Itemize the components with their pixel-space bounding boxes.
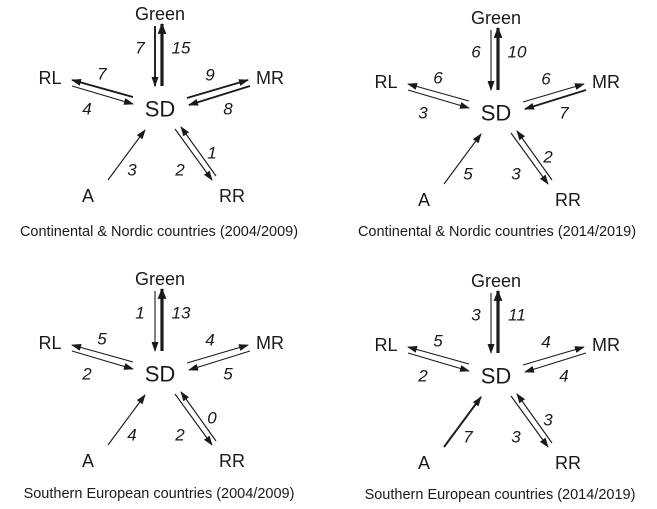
arrow-mr-to-sd xyxy=(188,85,251,106)
flow-value-rl-to-sd: 2 xyxy=(417,367,428,386)
arrow-sd-to-rr xyxy=(510,395,549,448)
flow-value-mr-to-sd: 4 xyxy=(559,367,568,386)
flow-value-rr-to-sd: 1 xyxy=(207,144,216,163)
node-rl: RL xyxy=(374,72,397,92)
arrow-sd-to-rr xyxy=(510,132,549,185)
flow-value-sd-to-mr: 9 xyxy=(205,66,215,85)
arrow-mr-to-sd xyxy=(524,89,587,110)
arrow-sd-to-rl xyxy=(71,79,134,98)
arrow-sd-to-mr xyxy=(522,83,585,103)
node-sd: SD xyxy=(481,364,512,389)
flow-value-rl-to-sd: 3 xyxy=(418,104,428,123)
node-mr: MR xyxy=(592,335,620,355)
node-rl: RL xyxy=(38,68,61,88)
arrow-sd-to-mr xyxy=(186,344,249,364)
flow-value-mr-to-sd: 5 xyxy=(223,365,233,384)
node-sd: SD xyxy=(145,97,176,122)
flow-value-green-to-sd: 3 xyxy=(471,306,481,325)
arrow-mr-to-sd xyxy=(188,350,251,371)
arrow-a-to-sd xyxy=(107,129,146,181)
arrow-mr-to-sd xyxy=(524,352,587,373)
panel-caption-continental-2004: Continental & Nordic countries (2004/200… xyxy=(19,224,299,240)
flow-value-sd-to-rr: 2 xyxy=(174,426,185,445)
node-mr: MR xyxy=(256,68,284,88)
arrow-a-to-sd xyxy=(107,394,146,446)
node-mr: MR xyxy=(256,333,284,353)
arrow-sd-to-rl xyxy=(71,344,134,363)
flow-value-sd-to-green: 13 xyxy=(172,304,191,323)
node-a: A xyxy=(82,186,94,206)
arrow-rr-to-sd xyxy=(516,393,553,444)
arrow-a-to-sd xyxy=(443,133,482,185)
arrow-a-to-sd xyxy=(443,396,482,448)
flow-value-rr-to-sd: 2 xyxy=(542,148,553,167)
arrow-sd-to-rr xyxy=(174,128,213,181)
panel-caption-southern-2004: Southern European countries (2004/2009) xyxy=(23,486,295,502)
arrow-sd-to-rl xyxy=(407,346,470,365)
arrow-sd-to-rr xyxy=(174,393,213,446)
node-green: Green xyxy=(135,269,185,289)
arrow-sd-to-rl xyxy=(407,83,470,102)
flow-value-sd-to-rl: 5 xyxy=(97,330,107,349)
flow-value-rr-to-sd: 3 xyxy=(543,411,553,430)
flow-value-sd-to-rr: 3 xyxy=(511,165,521,184)
flow-value-sd-to-green: 11 xyxy=(508,306,526,325)
node-mr: MR xyxy=(592,72,620,92)
flow-value-sd-to-rl: 5 xyxy=(433,332,443,351)
flow-value-sd-to-rl: 7 xyxy=(97,65,107,84)
arrow-rl-to-sd xyxy=(407,352,470,372)
arrow-rr-to-sd xyxy=(516,130,553,181)
node-rr: RR xyxy=(555,453,581,473)
arrow-rl-to-sd xyxy=(71,350,134,370)
flow-value-a-to-sd: 3 xyxy=(127,161,137,180)
node-rr: RR xyxy=(219,451,245,471)
arrow-rl-to-sd xyxy=(407,89,470,109)
node-green: Green xyxy=(135,4,185,24)
flow-value-green-to-sd: 7 xyxy=(135,39,145,58)
flow-value-green-to-sd: 6 xyxy=(471,43,481,62)
node-a: A xyxy=(82,451,94,471)
node-sd: SD xyxy=(481,101,512,126)
flow-value-sd-to-mr: 4 xyxy=(541,333,550,352)
flow-value-sd-to-mr: 6 xyxy=(541,70,551,89)
flow-value-a-to-sd: 5 xyxy=(463,165,473,184)
flow-value-sd-to-rr: 3 xyxy=(511,428,521,447)
flow-value-green-to-sd: 1 xyxy=(135,304,144,323)
node-rl: RL xyxy=(38,333,61,353)
node-rr: RR xyxy=(555,190,581,210)
node-rl: RL xyxy=(374,335,397,355)
panel-caption-continental-2014: Continental & Nordic countries (2014/201… xyxy=(357,224,637,240)
arrow-rl-to-sd xyxy=(71,85,134,105)
flow-value-sd-to-green: 15 xyxy=(172,39,191,58)
flow-value-sd-to-mr: 4 xyxy=(205,331,214,350)
node-rr: RR xyxy=(219,186,245,206)
flow-value-sd-to-rl: 6 xyxy=(433,69,443,88)
flow-value-a-to-sd: 7 xyxy=(463,428,473,447)
panel-caption-southern-2014: Southern European countries (2014/2019) xyxy=(364,487,636,503)
node-sd: SD xyxy=(145,362,176,387)
flow-value-rl-to-sd: 2 xyxy=(81,365,92,384)
arrow-sd-to-mr xyxy=(522,346,585,366)
flow-value-rr-to-sd: 0 xyxy=(207,409,217,428)
node-green: Green xyxy=(471,271,521,291)
flow-value-rl-to-sd: 4 xyxy=(82,100,91,119)
flow-value-mr-to-sd: 7 xyxy=(559,104,569,123)
node-a: A xyxy=(418,190,430,210)
arrow-rr-to-sd xyxy=(180,391,217,442)
arrow-sd-to-mr xyxy=(186,79,249,99)
node-green: Green xyxy=(471,8,521,28)
flow-value-sd-to-rr: 2 xyxy=(174,161,185,180)
flow-value-a-to-sd: 4 xyxy=(127,426,136,445)
flow-value-mr-to-sd: 8 xyxy=(223,100,233,119)
node-a: A xyxy=(418,453,430,473)
flow-value-sd-to-green: 10 xyxy=(508,43,527,62)
arrow-rr-to-sd xyxy=(180,126,217,177)
